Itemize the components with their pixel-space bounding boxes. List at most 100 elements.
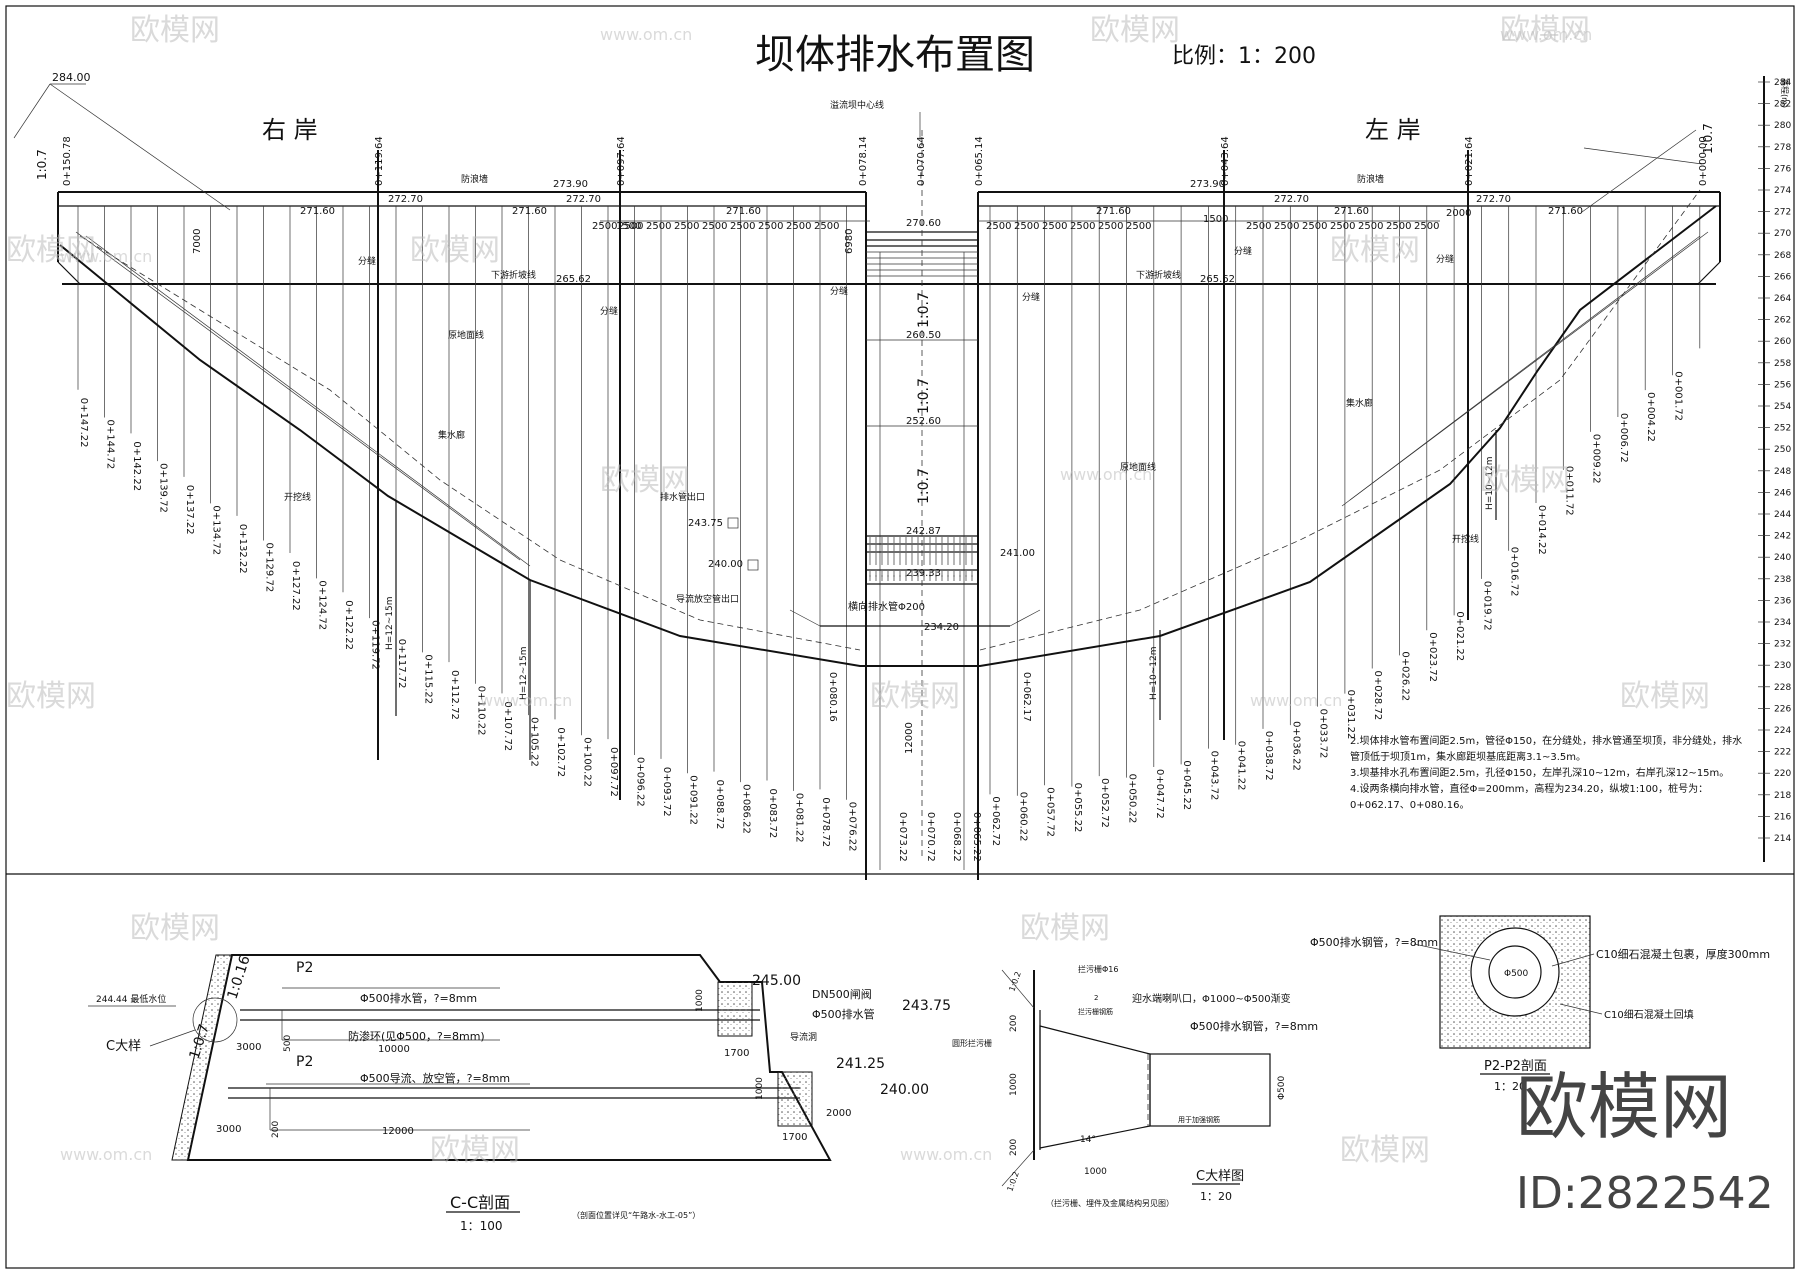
cdet-small: 2 <box>1094 994 1098 1002</box>
cc-elev-24375: 243.75 <box>902 998 951 1014</box>
station-bottom: 0+137.22 <box>184 485 195 535</box>
excavation-label-r: 开挖线 <box>284 491 311 503</box>
crest-dim-2500: 2500 <box>1246 221 1271 232</box>
station-bottom: 0+078.72 <box>820 797 831 847</box>
station-bottom: 0+057.72 <box>1045 787 1056 837</box>
parapet-label-l: 防浪墙 <box>1357 173 1384 185</box>
joint-label-1: 分缝 <box>358 255 376 267</box>
scale-bar-tick: 268 <box>1774 251 1791 261</box>
cc-d500: 500 <box>283 1035 293 1052</box>
crest-dim-2500: 2500 <box>1386 221 1411 232</box>
drawing-title: 坝体排水布置图 <box>755 32 1035 78</box>
elev-271-60-l3: 271.60 <box>1548 206 1583 217</box>
station-top: 0+070.64 <box>916 136 927 186</box>
scale-bar-tick: 222 <box>1774 748 1791 758</box>
watermark: 欧模网 <box>430 1133 520 1168</box>
station-bottom: 0+009.22 <box>1591 434 1602 484</box>
crest-dim-2500: 2500 <box>1014 221 1039 232</box>
watermark-url: www.om.cn <box>480 691 572 710</box>
station-bottom: 0+033.72 <box>1318 709 1329 759</box>
collector-label-l: 集水廊 <box>1346 397 1373 409</box>
scale-bar-tick: 276 <box>1774 164 1791 174</box>
scale-bar-tick: 264 <box>1774 294 1791 304</box>
scale-bar-tick: 256 <box>1774 380 1791 390</box>
p2-label-2: C10细石混凝土包裹，厚度300mm <box>1596 947 1770 961</box>
cc-section: 244.44 最低水位 245.00 243.75 241.25 240.00 … <box>88 954 951 1233</box>
scale-bar-tick: 218 <box>1774 791 1791 801</box>
crest-dim-2500: 2500 <box>1274 221 1299 232</box>
cdet-label-5: 用于加强钢筋 <box>1178 1115 1220 1124</box>
station-bottom: 0+052.72 <box>1099 778 1110 828</box>
watermark-url: www.om.cn <box>60 1145 152 1164</box>
station-bottom: 0+060.22 <box>1017 792 1028 842</box>
cc-vent: 导流洞 <box>790 1031 817 1043</box>
excavation-line <box>59 205 1717 667</box>
elev-240-00: 240.00 <box>708 559 743 570</box>
elev-272-70-l2: 272.70 <box>1476 194 1511 205</box>
slope-1: 1:0.7 <box>916 292 932 328</box>
station-bottom: 0+083.72 <box>767 789 778 839</box>
watermark-url: www.om.cn <box>900 1145 992 1164</box>
station-bottom: 0+142.22 <box>131 441 142 491</box>
note-line-2: 管顶低于坝顶1m，集水廊距坝基底距离3.1~3.5m。 <box>1350 750 1586 763</box>
scale-bar-tick: 262 <box>1774 316 1791 326</box>
station-bottom: 0+021.22 <box>1454 611 1465 661</box>
crest-dim-2500: 2500 <box>786 221 811 232</box>
station-bottom: 0+043.72 <box>1208 751 1219 801</box>
station-bottom: 0+117.72 <box>396 639 407 689</box>
elev-273-90-l: 273.90 <box>1190 179 1225 190</box>
cc-anchor: 防渗环(见Φ500，?=8mm) <box>348 1029 485 1043</box>
elev-270-60: 270.60 <box>906 218 941 229</box>
cc-title: C-C剖面 <box>450 1193 510 1212</box>
station-bottom: 0+065.22 <box>971 812 982 862</box>
sheet-border <box>5 5 1795 1269</box>
scale-bar-tick: 258 <box>1774 359 1791 369</box>
watermark: 欧模网 <box>1020 911 1110 946</box>
cc-c-detail: C大样 <box>106 1039 141 1054</box>
cc-elev-24125: 241.25 <box>836 1056 885 1072</box>
watermark-url: www.om.cn <box>1250 691 1342 710</box>
watermark: 欧模网 <box>870 679 960 714</box>
station-bottom: 0+086.22 <box>741 784 752 834</box>
cdet-scale: 1：20 <box>1200 1190 1232 1203</box>
crest-dim-2500: 2500 <box>1414 221 1439 232</box>
elev-242-87: 242.87 <box>906 526 941 537</box>
crest-dim-2500: 2500 <box>730 221 755 232</box>
cdet-top-note: 拦污栅Φ16 <box>1078 964 1118 974</box>
scale-bar-unit: 高程(m) <box>1780 78 1790 108</box>
scale-bar-tick: 252 <box>1774 424 1791 434</box>
station-bottom: 0+088.72 <box>714 780 725 830</box>
watermark: 欧模网 <box>6 679 96 714</box>
watermark: 欧模网 <box>130 911 220 946</box>
cdet-d1000-v: 1000 <box>1009 1073 1019 1096</box>
scale-bar-tick: 246 <box>1774 488 1791 498</box>
station-bottom: 0+105.22 <box>529 717 540 767</box>
cc-note: （剖面位置详见“午路水-水工-05”） <box>572 1210 700 1220</box>
scale-bar-tick: 220 <box>1774 769 1791 779</box>
dim-12000: 12000 <box>904 722 915 754</box>
cdet-d500: Φ500 <box>1277 1075 1287 1100</box>
scale-bar-tick: 236 <box>1774 596 1791 606</box>
hole-depth-r2: H=12~15m <box>519 646 529 700</box>
joint-label-5: 分缝 <box>1234 245 1252 257</box>
cc-d3000-a: 3000 <box>236 1042 261 1053</box>
horizontal-drain-label: 横向排水管Φ200 <box>848 600 925 613</box>
station-top: 0+065.14 <box>974 136 985 186</box>
station-bottom: 0+062.72 <box>990 796 1001 846</box>
crest-dim-2500: 2500 <box>1330 221 1355 232</box>
crest-dim-1500: 1500 <box>616 221 641 232</box>
dim-6980: 6980 <box>844 229 855 254</box>
watermark: 欧模网 <box>1480 463 1570 498</box>
note-line-1: 2.坝体排水管布置间距2.5m，管径Φ150，在分缝处，排水管通至坝顶，非分缝处… <box>1350 734 1742 747</box>
station-bottom: 0+091.22 <box>688 775 699 825</box>
cdet-label-2: Φ500排水钢管，?=8mm <box>1190 1019 1318 1033</box>
crest-dim-2500: 2500 <box>758 221 783 232</box>
station-bottom: 0+073.22 <box>897 812 908 862</box>
station-bottom: 0+129.72 <box>264 542 275 592</box>
dim-7000: 7000 <box>192 229 203 254</box>
crest-dim-2500: 2500 <box>1302 221 1327 232</box>
cc-dn500: DN500闸阀 <box>812 987 872 1001</box>
cdet-slope-2: 1:0.2 <box>1005 1170 1020 1192</box>
